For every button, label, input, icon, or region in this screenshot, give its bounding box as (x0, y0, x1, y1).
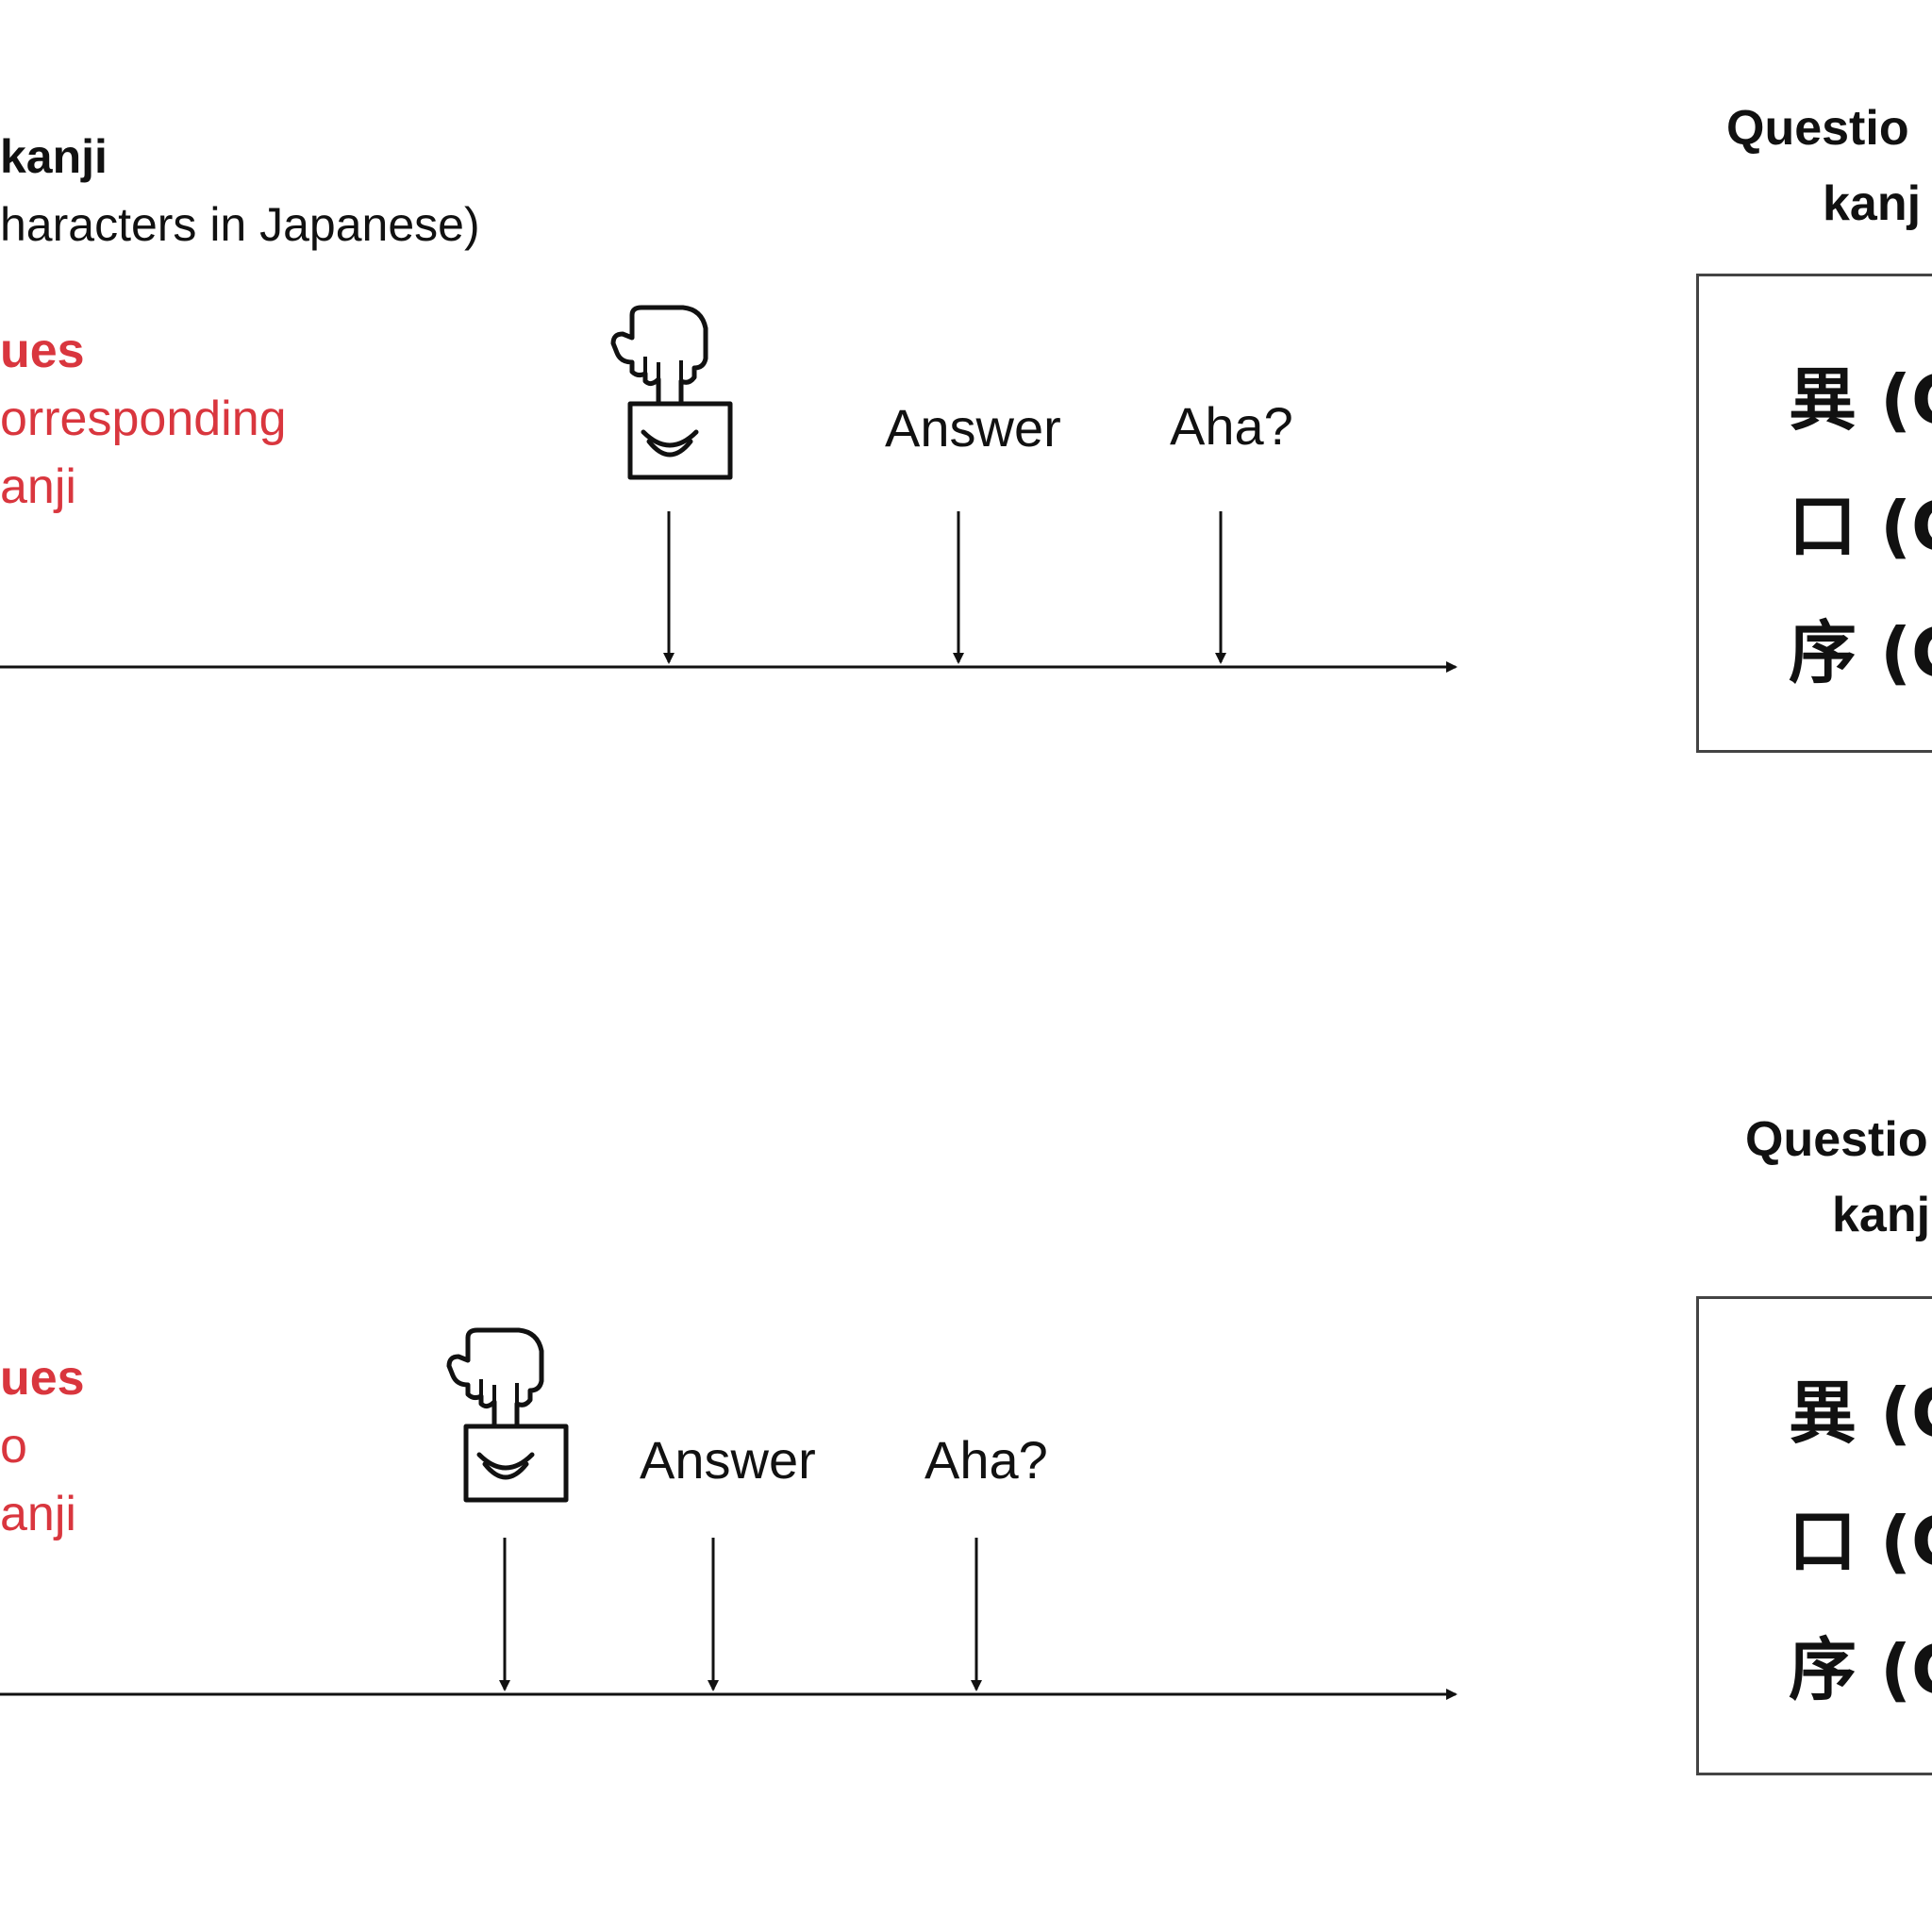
panel1-aha-label: Aha? (1170, 396, 1293, 456)
panel2-kanji-1: 異 (C (1789, 1374, 1932, 1453)
panel1-title-line1: kanji (0, 130, 108, 183)
panel1-kanji-3: 序 (C (1789, 613, 1932, 692)
panel1-kanji-box: 異 (C 口 (C 序 (C (1696, 274, 1932, 753)
panel2-question-heading: Questio kanji (1707, 1102, 1932, 1253)
panel2-cue-line1: ues (0, 1351, 85, 1406)
panel2-kanji-box: 異 (C 口 (C 序 (C (1696, 1296, 1932, 1775)
panel2-kanji-3: 序 (C (1789, 1630, 1932, 1709)
panel2-question-line2: kanji (1832, 1188, 1932, 1242)
panel2-cue-line2: o (0, 1419, 27, 1474)
panel2-kanji-2: 口 (C (1789, 1502, 1932, 1581)
panel2-cue-line3: anji (0, 1487, 76, 1541)
panel1-title-line2: haracters in Japanese) (0, 198, 480, 251)
panel1-title: kanji haracters in Japanese) (0, 123, 480, 258)
panel1-cue-line3: anji (0, 459, 76, 514)
panel1-question-heading: Questio kanj (1707, 91, 1932, 242)
panel2-aha-label: Aha? (924, 1430, 1048, 1490)
panel1-kanji-1: 異 (C (1789, 360, 1932, 440)
panel1-cue: ues orresponding anji (0, 317, 287, 521)
panel2-question-line1: Questio (1745, 1112, 1928, 1167)
panel1-kanji-2: 口 (C (1789, 487, 1932, 566)
panel1-cue-line1: ues (0, 324, 85, 378)
panel1-question-line1: Questio (1726, 101, 1909, 156)
finger-pressing-button-icon (610, 305, 733, 480)
panel1-question-line2: kanj (1823, 176, 1922, 231)
panel2-cue: ues o anji (0, 1344, 85, 1548)
finger-pressing-button-icon (446, 1327, 569, 1503)
panel2-answer-label: Answer (640, 1430, 816, 1490)
panel1-cue-line2: orresponding (0, 391, 287, 446)
panel1-answer-label: Answer (885, 398, 1061, 458)
